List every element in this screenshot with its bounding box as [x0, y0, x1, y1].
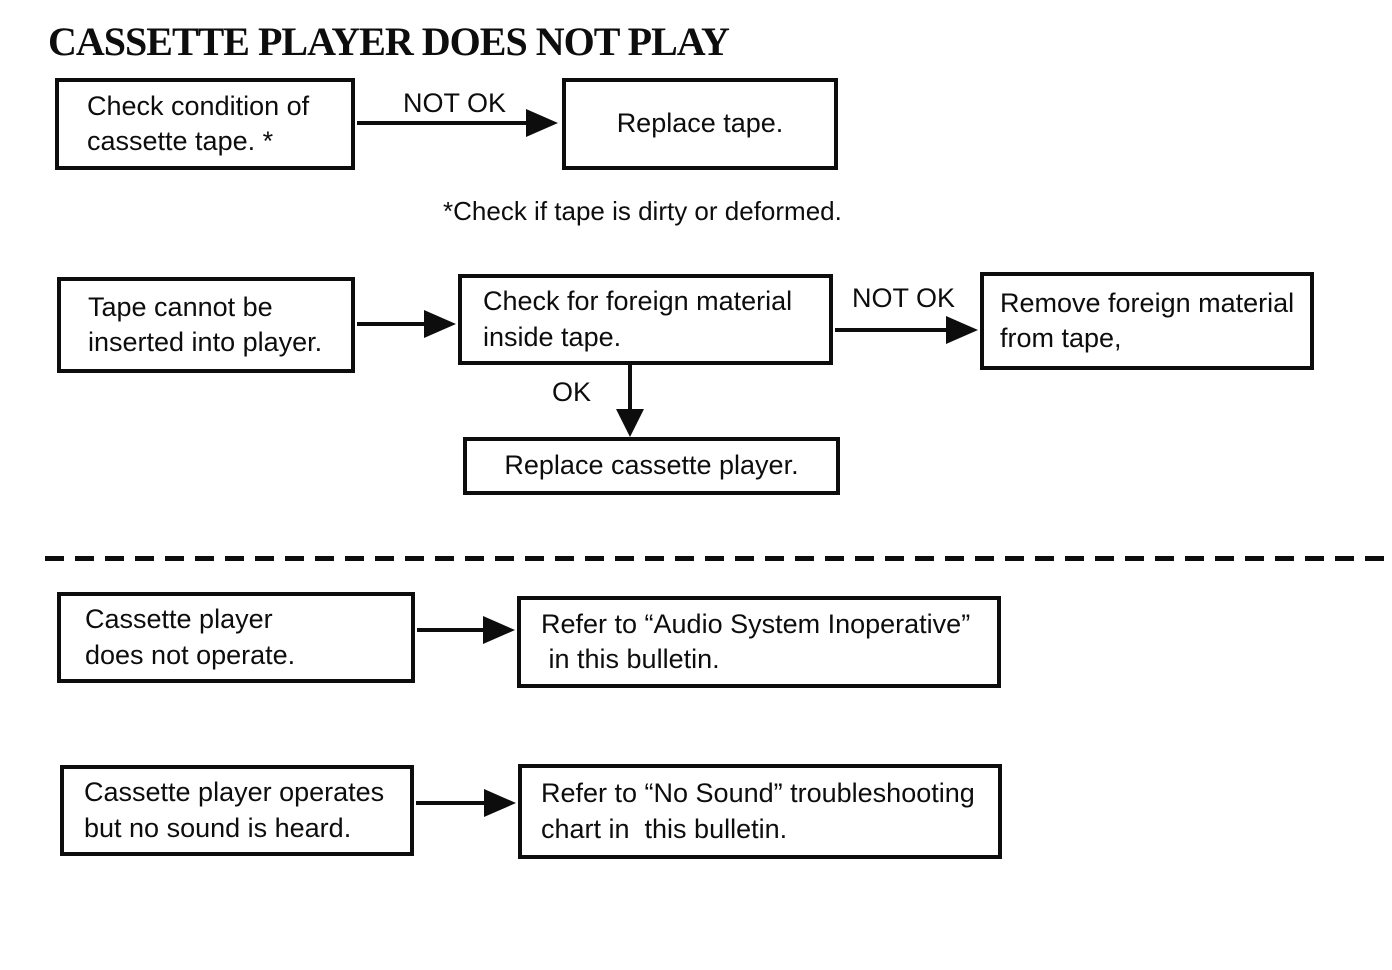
edge-label-ok: OK: [552, 377, 592, 407]
edge-label-not-ok-1: NOT OK: [403, 88, 507, 118]
node-check-foreign-material: Check for foreign material inside tape.: [458, 274, 833, 365]
node-refer-audio-system-inoperative: Refer to “Audio System Inoperative” in t…: [517, 596, 1001, 688]
node-replace-tape: Replace tape.: [562, 78, 838, 170]
arrow-check-foreign-to-replace-player: [616, 365, 644, 437]
arrow-not-operate-to-refer-audio: [417, 616, 515, 644]
node-replace-cassette-player: Replace cassette player.: [463, 437, 840, 495]
page-title: CASSETTE PLAYER DOES NOT PLAY: [48, 19, 730, 64]
footnote-tape-dirty: *Check if tape is dirty or deformed.: [443, 196, 842, 226]
node-refer-no-sound-chart: Refer to “No Sound” troubleshooting char…: [518, 764, 1002, 859]
arrow-check-foreign-to-remove-foreign: [835, 316, 978, 344]
node-tape-cannot-be-inserted: Tape cannot be inserted into player.: [57, 277, 355, 373]
edge-label-not-ok-2: NOT OK: [852, 283, 956, 313]
arrow-no-sound-to-refer-no-sound: [416, 789, 516, 817]
arrow-check-condition-to-replace-tape: [357, 109, 558, 137]
node-remove-foreign-material: Remove foreign material from tape,: [980, 272, 1314, 370]
node-check-tape-condition: Check condition of cassette tape. *: [55, 78, 355, 170]
dashed-section-divider: [45, 556, 1390, 561]
node-player-no-sound: Cassette player operates but no sound is…: [60, 765, 414, 856]
arrow-tape-inserted-to-check-foreign: [357, 310, 456, 338]
node-player-does-not-operate: Cassette player does not operate.: [57, 592, 415, 683]
